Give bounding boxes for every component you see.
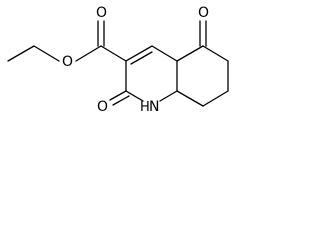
atom-ring-nitrogen: N <box>149 99 159 115</box>
bond-carbonyl-c-ring-c3 <box>100 45 127 62</box>
bond-c4-c4a <box>151 45 178 62</box>
bond-o-carbonyl-c <box>75 45 102 62</box>
bond-ethyl-ch2-o <box>33 45 60 62</box>
bond-n1-c2 <box>125 90 144 102</box>
bond-c5-c6 <box>202 45 229 62</box>
atom-ester-ether-oxygen: O <box>62 54 73 70</box>
atom-c2-lactam-oxygen: O <box>97 99 108 115</box>
bond-c2-o-double-b <box>112 95 130 106</box>
bond-c4a-c5 <box>176 45 204 62</box>
atom-ester-carbonyl-oxygen: O <box>96 5 107 21</box>
atom-c5-ketone-oxygen: O <box>198 5 209 21</box>
atom-ring-hydrogen: H <box>140 100 150 115</box>
bond-c8a-n1 <box>159 90 178 102</box>
bond-c8-c8a <box>176 90 204 107</box>
bond-ethyl-ch3-ch2 <box>7 45 35 62</box>
bond-c3-c4 <box>125 45 153 62</box>
bond-c3-c4-inner <box>130 51 153 65</box>
bond-c7-c8 <box>202 90 229 107</box>
bond-c2-o-double-a <box>109 90 127 101</box>
molecule-structure-diagram: O O O O H N <box>7 5 229 115</box>
